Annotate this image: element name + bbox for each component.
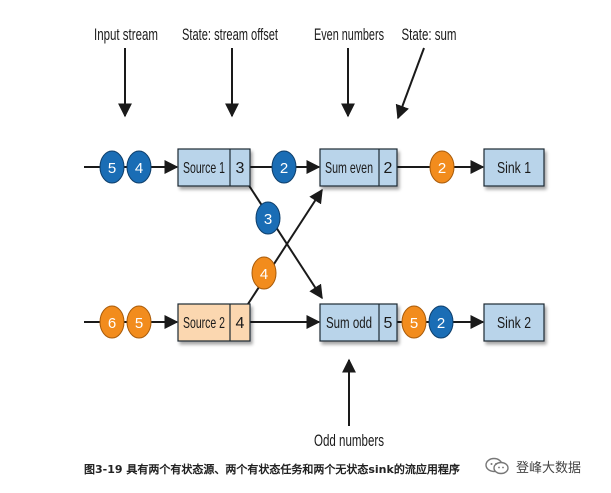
label-state-sum: State: sum [402, 25, 457, 44]
node-sink1-name: Sink 1 [497, 160, 531, 177]
node-source2-state: 4 [236, 315, 245, 332]
node-sum-even [319, 148, 398, 187]
svg-text:2: 2 [437, 315, 445, 332]
node-source1-state: 3 [236, 160, 245, 177]
edge-source1-sum-odd [247, 183, 323, 300]
svg-text:5: 5 [108, 160, 116, 177]
record-input1-a: 5 [99, 150, 125, 184]
arrow-state-sum [395, 47, 425, 120]
svg-text:6: 6 [108, 315, 116, 332]
label-input-stream: Input stream [94, 25, 158, 44]
chat-bubbles-icon [484, 457, 510, 475]
record-source1-to-sum-odd: 3 [255, 201, 281, 235]
svg-text:5: 5 [410, 315, 418, 332]
svg-text:2: 2 [438, 160, 446, 177]
svg-text:3: 3 [264, 211, 272, 228]
record-source1-to-sum-even: 2 [271, 150, 297, 184]
watermark: 登峰大数据 [484, 455, 581, 477]
svg-text:4: 4 [260, 266, 268, 283]
node-sum-odd-state: 5 [384, 315, 393, 332]
record-input2-b: 5 [126, 305, 152, 339]
svg-text:5: 5 [135, 315, 143, 332]
node-sum-even-name: Sum even [325, 160, 373, 177]
watermark-text: 登峰大数据 [516, 460, 582, 476]
record-sum-even-to-sink1: 2 [429, 150, 455, 184]
svg-text:4: 4 [135, 160, 143, 177]
node-sink2 [483, 303, 545, 342]
node-sink2-name: Sink 2 [497, 315, 531, 332]
node-source1-name: Source 1 [183, 160, 225, 177]
record-input2-a: 6 [99, 305, 125, 339]
record-input1-b: 4 [126, 150, 152, 184]
node-source1 [177, 148, 251, 187]
node-source2-name: Source 2 [183, 315, 225, 332]
node-source2 [177, 303, 251, 342]
label-even-numbers: Even numbers [314, 25, 384, 44]
node-sum-odd [319, 303, 398, 342]
record-sum-odd-to-sink2-b: 2 [428, 305, 454, 339]
figure-caption: 图3-19 具有两个有状态源、两个有状态任务和两个无状态sink的流应用程序 [84, 463, 460, 476]
node-sum-even-state: 2 [384, 160, 393, 177]
label-state-stream-offset: State: stream offset [182, 25, 278, 44]
node-sink1 [483, 148, 545, 187]
svg-text:2: 2 [280, 160, 288, 177]
record-sum-odd-to-sink2-a: 5 [401, 305, 427, 339]
record-source2-to-sum-even: 4 [251, 256, 277, 290]
node-sum-odd-name: Sum odd [326, 315, 372, 332]
label-odd-numbers: Odd numbers [314, 431, 384, 450]
